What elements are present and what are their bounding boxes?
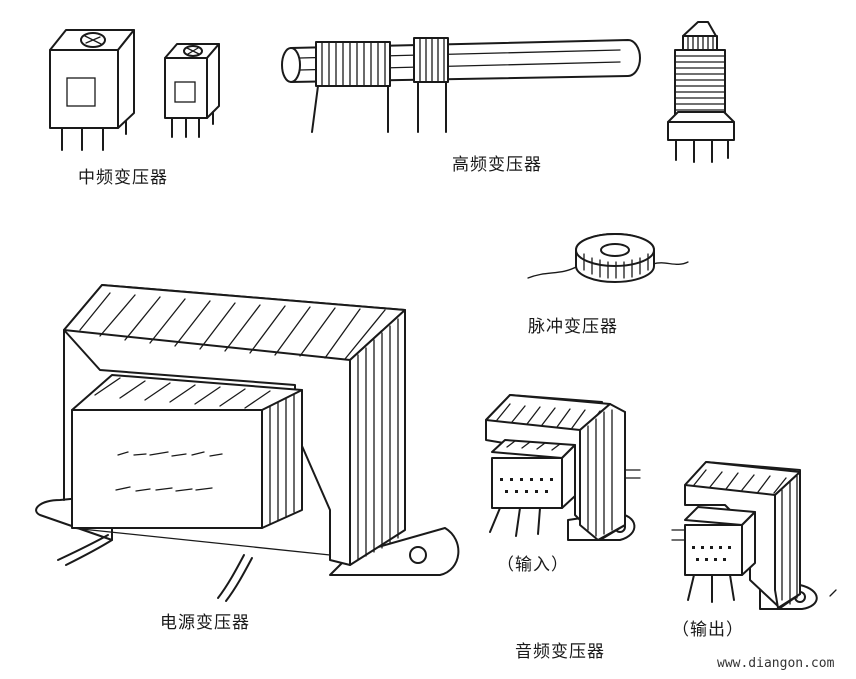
label-audio-input: （输入） (497, 555, 569, 575)
if-transformer-large-drawing (49, 29, 135, 151)
label-audio-transformer: 音频变压器 (515, 642, 605, 662)
label-audio-output: （输出） (672, 620, 744, 640)
label-hf-transformer: 高频变压器 (452, 155, 542, 175)
hf-transformer-drawing (281, 37, 641, 133)
tower-transformer-drawing (667, 21, 735, 163)
watermark-text: www.diangon.com (717, 656, 835, 671)
label-if-transformer: 中频变压器 (78, 168, 168, 188)
audio-transformer-input-drawing (485, 394, 641, 541)
if-transformer-small-drawing (164, 43, 220, 138)
label-power-transformer: 电源变压器 (160, 613, 250, 633)
label-pulse-transformer: 脉冲变压器 (528, 317, 618, 337)
power-transformer-drawing (35, 284, 460, 602)
pulse-transformer-drawing (527, 233, 689, 283)
audio-transformer-output-drawing (671, 461, 837, 610)
